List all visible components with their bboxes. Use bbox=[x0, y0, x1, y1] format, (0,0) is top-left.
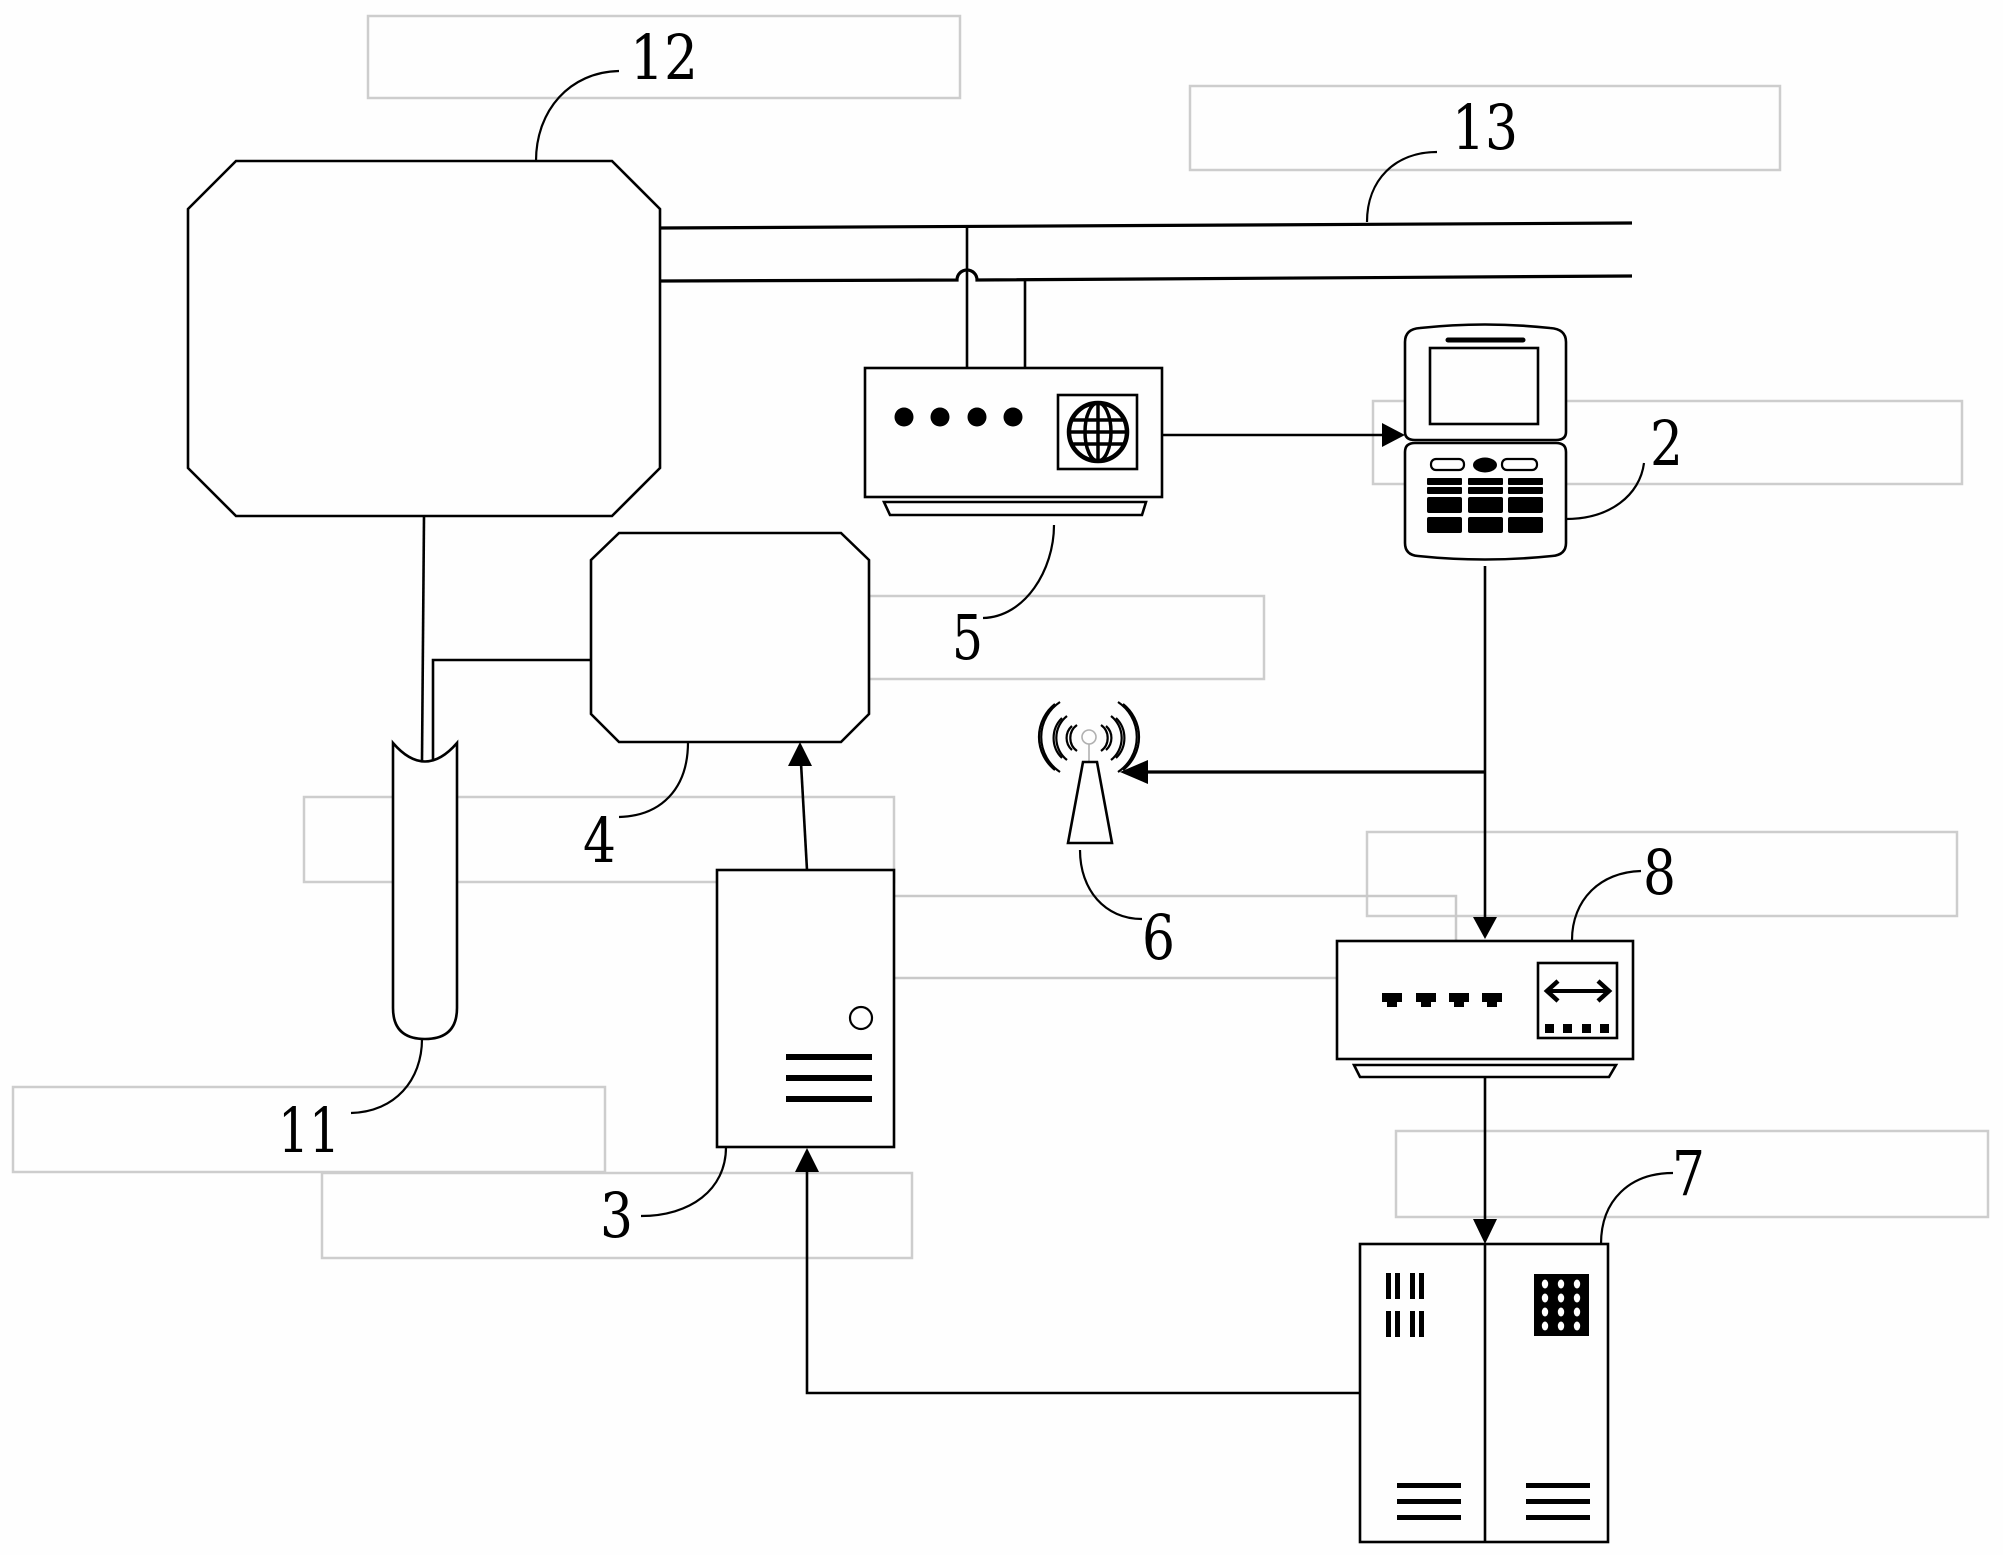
leader-11 bbox=[350, 1038, 424, 1115]
label-box-4 bbox=[302, 795, 896, 884]
sensor-probe-11 bbox=[391, 739, 459, 1041]
router-base bbox=[881, 500, 1148, 517]
leader-12 bbox=[534, 69, 620, 162]
switch-panel bbox=[1536, 961, 1619, 1040]
ref-label-2: 2 bbox=[1650, 407, 1683, 480]
leader-3 bbox=[640, 1146, 728, 1218]
antenna-tower bbox=[1066, 760, 1114, 845]
arrowhead-to-control bbox=[788, 742, 812, 766]
arrowhead-to-cabinet bbox=[1473, 1219, 1497, 1244]
leader-4 bbox=[618, 741, 690, 819]
bus-line-upper bbox=[659, 221, 1633, 230]
bus-line-lower bbox=[659, 268, 1633, 283]
line-control-to-probe bbox=[431, 658, 591, 760]
leader-8 bbox=[1570, 869, 1642, 941]
label-boxes bbox=[11, 14, 1990, 1260]
gray-guide-line-upper bbox=[894, 894, 1458, 940]
phone-screen bbox=[1428, 346, 1540, 426]
leader-2 bbox=[1565, 462, 1646, 521]
ref-label-13: 13 bbox=[1452, 91, 1518, 164]
arrow-server-to-control bbox=[799, 762, 809, 871]
arrowhead-to-antenna bbox=[1120, 760, 1148, 784]
cabinet-7 bbox=[1358, 1242, 1610, 1544]
bus-lines-13 bbox=[659, 221, 1633, 283]
arrowhead-router-to-phone bbox=[1382, 423, 1405, 447]
flip-phone-icon bbox=[1403, 323, 1568, 561]
main-unit-12 bbox=[186, 159, 662, 518]
ref-label-6: 6 bbox=[1142, 901, 1175, 974]
switch-8 bbox=[1335, 939, 1635, 1079]
arrowhead-to-server bbox=[795, 1148, 819, 1172]
signal-waves bbox=[1037, 701, 1141, 773]
ref-label-5: 5 bbox=[952, 601, 983, 674]
label-box-2 bbox=[1371, 399, 1964, 486]
phone-softkeys bbox=[1429, 457, 1539, 473]
cabinet-bars-right bbox=[1526, 1483, 1590, 1520]
globe-icon bbox=[1066, 400, 1130, 464]
label-box-8 bbox=[1365, 830, 1959, 918]
label-box-11 bbox=[11, 1085, 607, 1174]
ethernet-ports-icon bbox=[1382, 993, 1502, 1007]
ref-label-7: 7 bbox=[1672, 1137, 1705, 1210]
globe-panel bbox=[1056, 393, 1139, 471]
server-power-button bbox=[848, 1005, 874, 1031]
ref-label-11: 11 bbox=[278, 1094, 340, 1167]
phone-upper-half bbox=[1403, 323, 1568, 442]
leader-lines bbox=[350, 69, 1674, 1245]
leader-6 bbox=[1078, 849, 1143, 921]
leader-7 bbox=[1599, 1171, 1674, 1245]
antenna-tower-icon bbox=[1037, 701, 1141, 845]
label-box-7 bbox=[1394, 1129, 1990, 1219]
label-box-5 bbox=[867, 594, 1266, 681]
keypad-grid-icon bbox=[1534, 1274, 1589, 1336]
arrowhead-to-switch bbox=[1473, 917, 1497, 939]
leader-5 bbox=[982, 524, 1056, 620]
switch-base bbox=[1351, 1063, 1619, 1079]
reference-numerals: 12 13 2 5 4 6 8 11 3 7 bbox=[278, 21, 1705, 1252]
ref-label-4: 4 bbox=[583, 804, 616, 877]
label-box-13 bbox=[1188, 84, 1782, 172]
vent-slots-icon bbox=[1386, 1273, 1424, 1337]
label-box-3 bbox=[320, 1171, 914, 1260]
ref-label-12: 12 bbox=[630, 21, 698, 94]
line-main-to-probe bbox=[420, 515, 426, 761]
server-tower-icon bbox=[715, 868, 896, 1149]
router-5 bbox=[863, 366, 1164, 517]
cabinet-bars-left bbox=[1397, 1483, 1461, 1520]
bidirectional-arrow-icon bbox=[1543, 979, 1613, 1003]
ref-label-8: 8 bbox=[1643, 836, 1676, 909]
line-cabinet-to-server bbox=[805, 1170, 1360, 1395]
router-indicator-dots bbox=[894, 407, 1023, 427]
control-unit-4 bbox=[589, 531, 871, 744]
label-box-12 bbox=[366, 14, 962, 100]
ref-label-3: 3 bbox=[600, 1179, 633, 1252]
leader-13 bbox=[1365, 150, 1438, 223]
phone-keypad bbox=[1427, 478, 1543, 533]
switch-led-squares bbox=[1545, 1024, 1609, 1033]
